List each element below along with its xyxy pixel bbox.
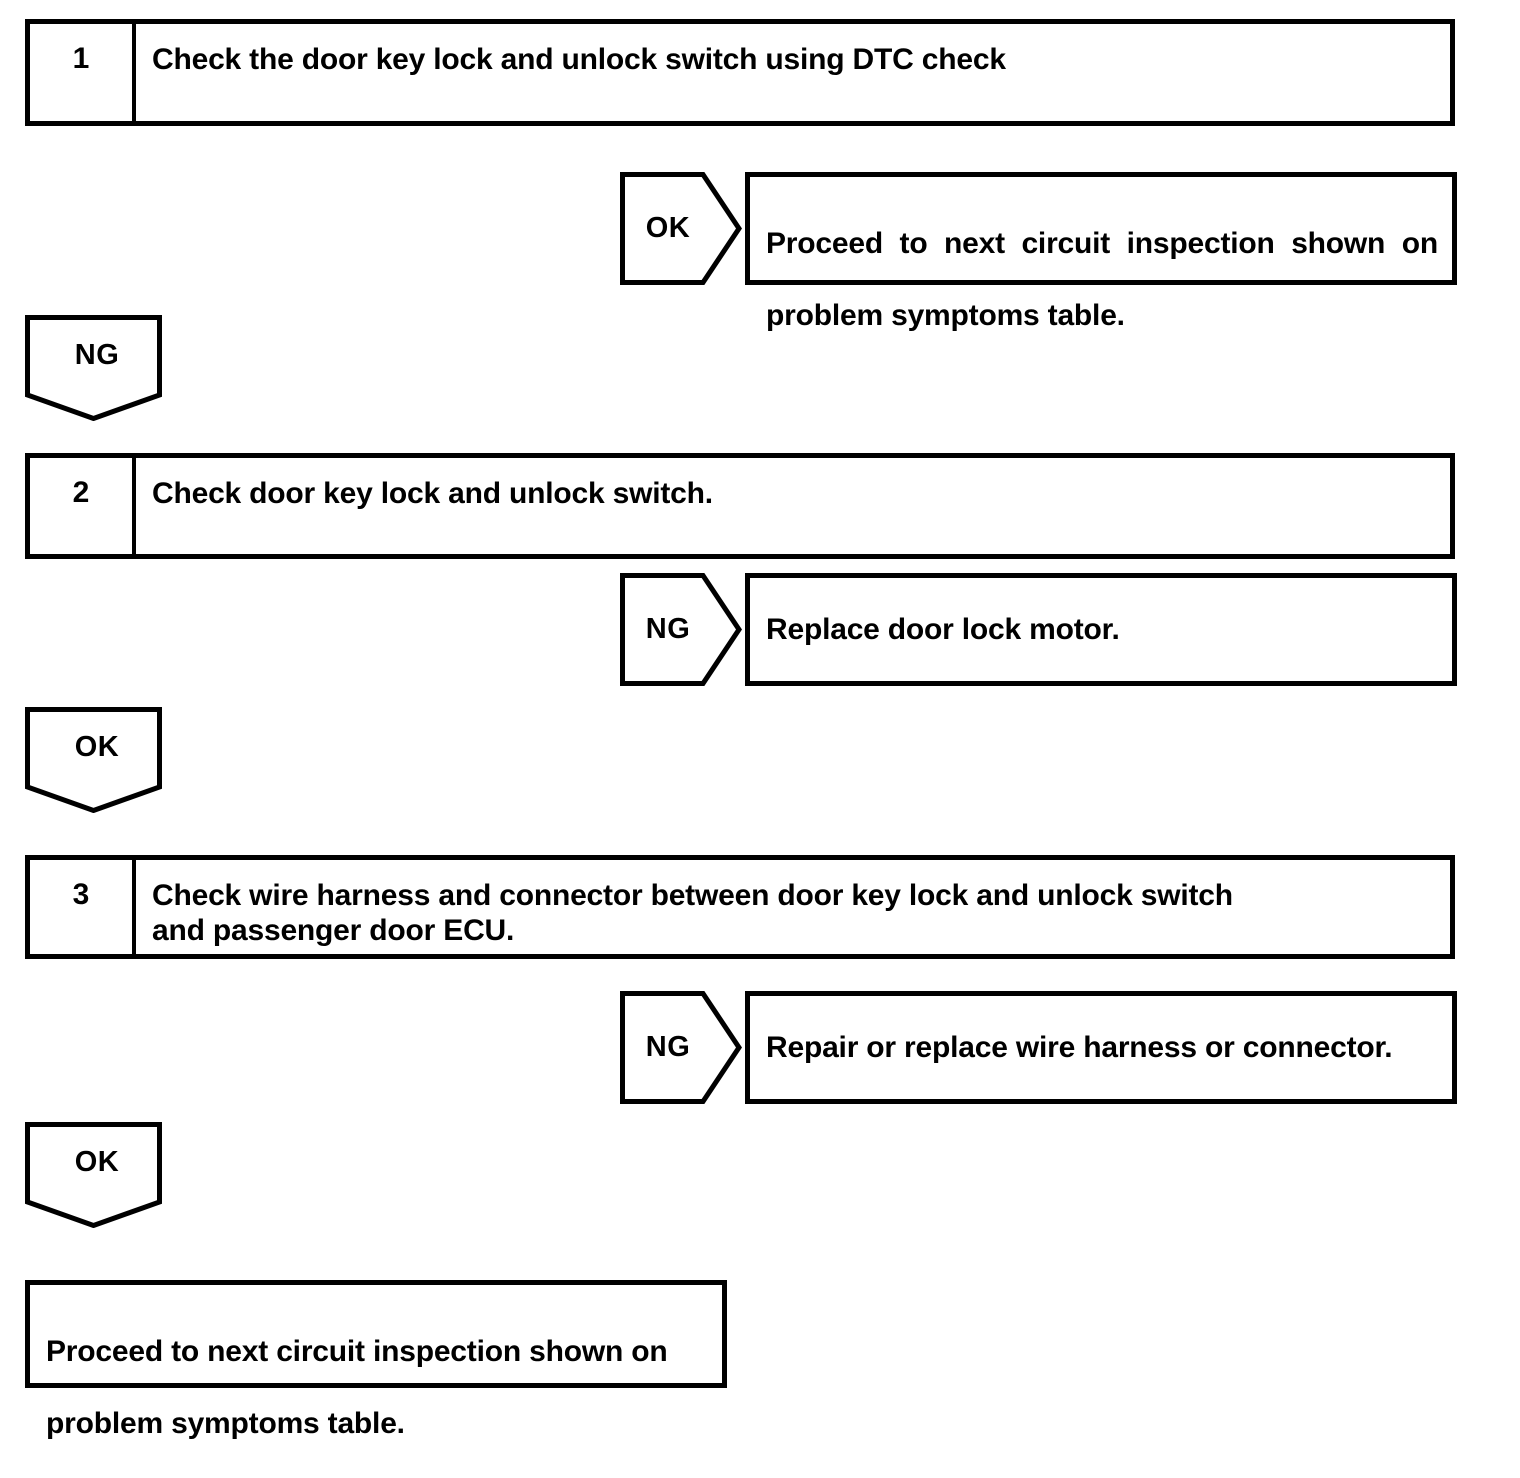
connector-arrow-label-ok-3: OK xyxy=(74,1145,120,1178)
step-text-cell-3: Check wire harness and connector between… xyxy=(136,860,1450,954)
branch-arrow-label-ng-3: NG xyxy=(645,1031,691,1063)
branch-arrow-label-ok-1: OK xyxy=(645,212,691,244)
connector-arrow-ok-2: OK xyxy=(25,707,165,813)
branch-arrow-ok-1: OK xyxy=(620,172,742,285)
step-number-cell-1: 1 xyxy=(30,24,136,121)
step-text-cell-2: Check door key lock and unlock switch. xyxy=(136,458,1450,554)
branch-arrow-ng-2: NG xyxy=(620,573,742,686)
result-text-3: Repair or replace wire harness or connec… xyxy=(766,1030,1393,1064)
final-outcome-line1: Proceed to next circuit inspection shown… xyxy=(46,1335,668,1368)
final-outcome-line2: problem symptoms table. xyxy=(46,1407,405,1440)
step-number-cell-2: 2 xyxy=(30,458,136,554)
result-box-2: Replace door lock motor. xyxy=(745,573,1457,686)
branch-arrow-ng-3: NG xyxy=(620,991,742,1104)
flowchart-canvas: 1 Check the door key lock and unlock swi… xyxy=(25,19,1457,1440)
step-box-2: 2 Check door key lock and unlock switch. xyxy=(25,453,1455,559)
branch-arrow-label-ng-2: NG xyxy=(645,613,691,645)
step-box-3: 3 Check wire harness and connector betwe… xyxy=(25,855,1455,959)
connector-arrow-label-ok-2: OK xyxy=(74,730,120,763)
step-number-3: 3 xyxy=(72,878,90,911)
step-description-3: Check wire harness and connector between… xyxy=(152,879,1233,947)
step-number-1: 1 xyxy=(72,42,90,75)
final-outcome-box: Proceed to next circuit inspection shown… xyxy=(25,1280,727,1440)
result-box-3: Repair or replace wire harness or connec… xyxy=(745,991,1457,1104)
step-text-cell-1: Check the door key lock and unlock switc… xyxy=(136,24,1450,121)
result-box-1: Proceed to next circuit inspection shown… xyxy=(745,172,1457,332)
result-text-1: Proceed to next circuit inspection shown… xyxy=(750,177,1452,370)
step-description-1: Check the door key lock and unlock switc… xyxy=(152,43,1006,76)
step-number-2: 2 xyxy=(72,476,90,509)
step-number-cell-3: 3 xyxy=(30,860,136,954)
connector-arrow-ng-1: NG xyxy=(25,315,165,421)
result-text-1-line1: Proceed to next circuit inspection shown… xyxy=(766,227,1438,260)
result-text-2: Replace door lock motor. xyxy=(766,612,1120,646)
connector-arrow-ok-3: OK xyxy=(25,1122,165,1228)
final-outcome-text: Proceed to next circuit inspection shown… xyxy=(30,1285,722,1478)
connector-arrow-label-ng-1: NG xyxy=(74,338,120,371)
result-text-1-line2: problem symptoms table. xyxy=(766,299,1125,332)
step-box-1: 1 Check the door key lock and unlock swi… xyxy=(25,19,1455,126)
step-description-2: Check door key lock and unlock switch. xyxy=(152,477,713,510)
